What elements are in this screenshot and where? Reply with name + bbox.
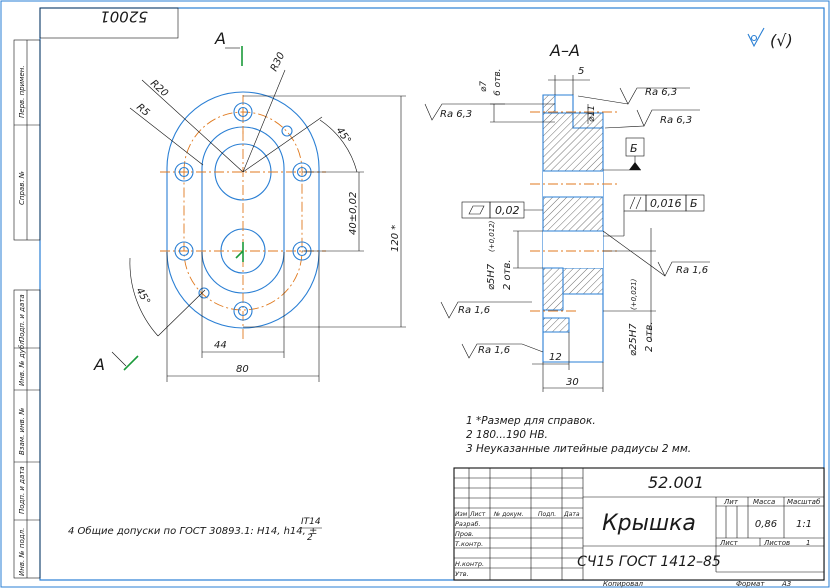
ra-text-4: Ra 1,6 [458,305,490,316]
tb-row-2: Т.контр. [455,540,483,548]
tb-format: Формат [736,580,765,588]
dim-80: 80 [236,364,249,375]
general-roughness-text: (√) [770,31,793,50]
side-label-0: Перв. примен. [18,65,26,118]
dim-44: 44 [214,340,227,351]
dim-120: 120 * [390,225,401,252]
dim-angle-top: 45° [334,125,353,146]
note-3: 3 Неуказанные литейные радиусы 2 мм. [466,443,691,455]
tb-col-3: Подп. [538,511,556,518]
dim-12: 12 [549,352,562,363]
ra-mid-right: Ra 1,6 [602,230,710,277]
general-roughness: (√) [747,27,793,50]
dim-angle-bottom: 45° [133,286,151,307]
code-box-text: 52001 [100,8,148,26]
ra-top-right: Ra 6,3 [577,87,690,105]
note-4-numerator: IT14 [301,517,321,527]
side-label-6: Инв. № подл. [18,528,26,576]
ra-mid-left: Ra 1,6 [440,301,532,319]
side-label-1: Справ. № [18,171,26,205]
ra-text-2: Ra 6,3 [660,115,692,126]
dim-6holes: 6 отв. [493,68,503,96]
flatness-frame: 0,02 [461,201,543,219]
tb-col-0: Изм [455,511,468,518]
ra-top-left: Ra 6,3 [424,103,505,121]
dim-2holes-a: 2 отв. [502,259,513,290]
tb-designation: 52.001 [648,473,704,492]
tb-mass-label: Масса [753,498,775,506]
side-label-5: Подп. и дата [18,466,26,514]
tb-name: Крышка [602,511,696,536]
tb-col-1: Лист [469,511,486,518]
tb-copied: Копировал [603,580,644,588]
note-1: 1 *Размер для справок. [466,415,596,427]
dim-5: 5 [578,66,584,77]
ra-text-5: Ra 1,6 [478,345,510,356]
ra-right: Ra 6,3 [604,109,700,129]
title-block: 52.001 Крышка СЧ15 ГОСТ 1412–85 Лит Масс… [453,467,825,588]
dim-2holes-b: 2 отв. [644,321,655,352]
side-label-4: Взам. инв. № [18,407,26,455]
tb-sheet-label: Лист [719,539,739,547]
side-label-3: Инв. № дубл. [18,338,26,386]
tb-mass: 0,86 [755,519,777,530]
tb-lit-label: Лит [723,498,739,506]
dim-25: ⌀25H7 [628,323,639,356]
dim-30: 30 [566,377,579,388]
dim-r20: R20 [148,78,170,99]
ra-text-1: Ra 6,3 [645,87,677,98]
parallel-value: 0,016 [650,197,682,210]
dim-25-tol: (+0,021) [630,278,638,310]
dim-7: ⌀7 [479,81,489,92]
tb-scale-label: Масштаб [787,498,821,506]
ra-text-0: Ra 6,3 [440,109,472,120]
ra-bottom: Ra 1,6 [461,343,544,359]
note-4-denominator: 2 [307,533,313,543]
note-2: 2 180...190 НВ. [466,429,548,441]
dim-40: 40±0,02 [348,192,359,235]
flatness-value: 0,02 [495,204,520,217]
tb-sheets-label: Листов [763,539,790,547]
side-strip: Перв. примен. Справ. № Подп. и дата Инв.… [13,39,41,579]
tb-scale: 1:1 [796,519,812,530]
ra-text-3: Ra 1,6 [676,265,708,276]
side-label-2: Подп. и дата [18,294,26,342]
dim-11: ⌀11 [587,105,597,122]
datum-label: Б [630,142,638,155]
tb-row-0: Разраб. [455,520,481,528]
parallel-datum: Б [690,197,698,210]
dim-16: ⌀5H7 [486,263,497,290]
tb-format-value: A3 [781,580,791,588]
tb-row-4: Утв. [455,570,469,578]
dim-16-tol: (+0,012) [488,220,496,252]
tb-row-3: Н.контр. [455,560,484,568]
section-marker-top: А [214,29,226,48]
main-view: R20 R5 R30 45° 45° 40±0,02 120 * 44 80 А [93,29,406,382]
note-4: 4 Общие допуски по ГОСТ 30893.1: H14, h1… [68,525,317,537]
tb-material: СЧ15 ГОСТ 1412–85 [577,554,721,570]
section-title: А–А [549,41,580,60]
tb-row-1: Пров. [455,530,474,538]
dim-r30: R30 [269,51,288,74]
technical-notes: 1 *Размер для справок. 2 180...190 НВ. 3… [68,415,691,543]
section-marker-bottom: А [93,355,105,374]
section-view: А–А 5 ⌀11 ⌀7 6 отв. Ra 6,3 [424,41,710,392]
tb-sheets: 1 [806,539,810,547]
code-box: 52001 [39,8,179,39]
parallel-frame: 0,016 Б [603,194,705,237]
dim-r5: R5 [134,102,151,119]
tb-col-2: № докум. [493,511,524,518]
tb-col-4: Дата [563,511,580,518]
